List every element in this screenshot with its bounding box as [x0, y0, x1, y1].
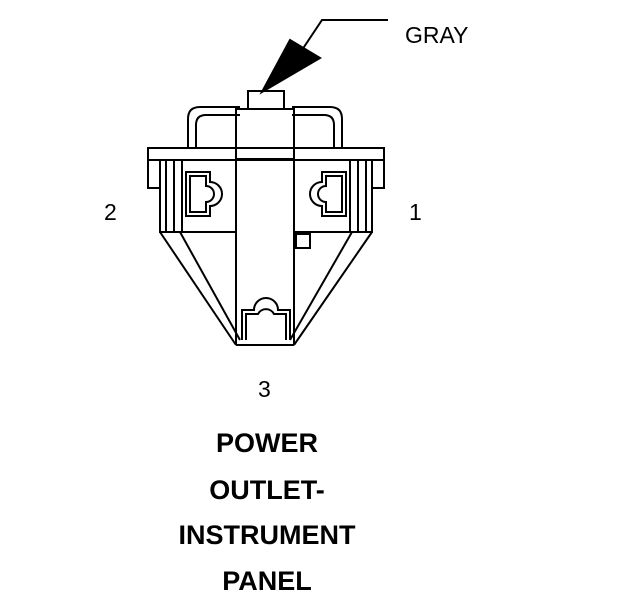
- right-wire-loop: [292, 106, 343, 148]
- terminal-cavity-1: [309, 171, 347, 217]
- terminal-cavity-3: [241, 297, 291, 340]
- pin-label-3: 3: [258, 376, 271, 402]
- callout-label-gray: GRAY: [405, 22, 469, 48]
- pin-label-1: 1: [409, 199, 422, 225]
- title-line-2: OUTLET-: [209, 475, 325, 505]
- connector-body: [147, 108, 385, 346]
- terminal-cavity-2: [185, 171, 223, 217]
- top-tab: [247, 90, 285, 110]
- callout-leader: [259, 19, 388, 95]
- left-wire-loop: [187, 106, 240, 148]
- title-line-3: INSTRUMENT: [178, 520, 356, 550]
- pin-label-2: 2: [104, 199, 117, 225]
- title-line-1: POWER: [215, 428, 319, 458]
- title-line-4: PANEL: [222, 566, 312, 596]
